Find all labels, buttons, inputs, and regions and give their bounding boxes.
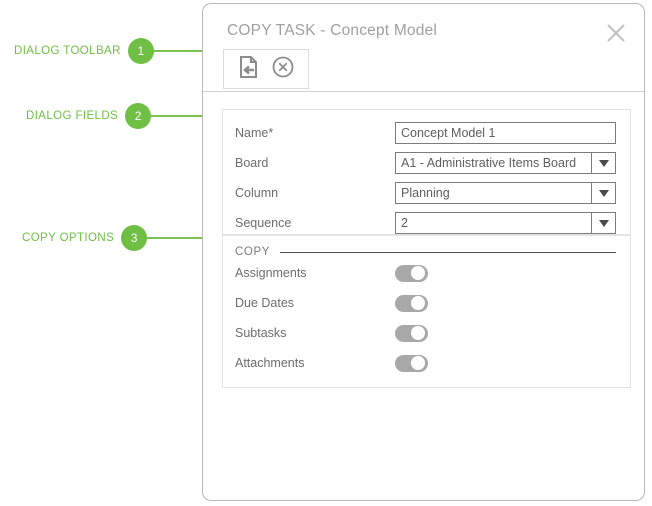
board-dropdown-button[interactable]: [592, 152, 616, 174]
dialog-title: COPY TASK - Concept Model: [227, 22, 438, 39]
copy-task-dialog: COPY TASK - Concept Model: [202, 3, 645, 501]
callout-leader-line: [150, 115, 233, 117]
toggle-label-assignments: Assignments: [235, 266, 307, 280]
callout-badge-3: 3: [121, 225, 148, 251]
toggle-row-due-dates: Due Dates: [223, 288, 630, 318]
callout-label: DIALOG FIELDS: [26, 110, 119, 122]
toolbar-divider: [203, 91, 644, 92]
callout-dialog-fields: DIALOG FIELDS 2: [26, 103, 233, 129]
board-select-value[interactable]: A1 - Administrative Items Board: [395, 152, 592, 174]
toggle-row-assignments: Assignments: [223, 258, 630, 288]
toolbar-button-group: [223, 49, 309, 89]
field-label-board: Board: [235, 156, 269, 170]
field-control-board: A1 - Administrative Items Board: [395, 152, 616, 174]
field-row-column: Column Planning: [223, 178, 630, 208]
close-x-icon[interactable]: [604, 21, 628, 45]
column-dropdown-button[interactable]: [592, 182, 616, 204]
toggle-knob: [411, 266, 425, 280]
chevron-down-icon: [598, 219, 609, 227]
callout-badge-2: 2: [125, 103, 152, 129]
callout-leader-line: [152, 50, 231, 52]
field-row-board: Board A1 - Administrative Items Board: [223, 148, 630, 178]
field-label-sequence: Sequence: [235, 216, 292, 230]
toggle-row-subtasks: Subtasks: [223, 318, 630, 348]
toggle-due-dates[interactable]: [395, 294, 428, 312]
toggle-attachments[interactable]: [395, 354, 428, 372]
save-copy-button[interactable]: [232, 54, 266, 84]
field-control-column: Planning: [395, 182, 616, 204]
dialog-header: COPY TASK - Concept Model: [203, 4, 644, 42]
callout-badge-1: 1: [127, 38, 154, 64]
field-label-column: Column: [235, 186, 279, 200]
toggle-assignments[interactable]: [395, 264, 428, 282]
toggle-knob: [411, 356, 425, 370]
toggle-label-due-dates: Due Dates: [235, 296, 295, 310]
callout-copy-options: COPY OPTIONS 3: [22, 225, 223, 251]
copy-legend-rule: [280, 251, 616, 253]
copy-legend-row: COPY: [223, 236, 630, 258]
toggle-label-subtasks: Subtasks: [235, 326, 287, 340]
field-control-sequence: 2: [395, 212, 616, 234]
field-control-name: Concept Model 1: [395, 122, 616, 144]
toggle-label-attachments: Attachments: [235, 356, 305, 370]
document-arrow-in-icon: [238, 55, 260, 84]
name-input[interactable]: Concept Model 1: [395, 122, 616, 144]
chevron-down-icon: [598, 159, 609, 167]
field-row-name: Name* Concept Model 1: [223, 118, 630, 148]
copy-legend-label: COPY: [235, 246, 270, 258]
callout-label: COPY OPTIONS: [22, 232, 115, 244]
sequence-select-value[interactable]: 2: [395, 212, 592, 234]
callout-label: DIALOG TOOLBAR: [14, 45, 121, 57]
field-row-sequence: Sequence 2: [223, 208, 630, 238]
toggle-knob: [411, 296, 425, 310]
copy-options-panel: COPY Assignments Due Dates Subtasks Atta…: [222, 235, 631, 388]
circle-x-icon: [271, 55, 295, 84]
field-label-name: Name*: [235, 126, 274, 140]
column-select-value[interactable]: Planning: [395, 182, 592, 204]
callout-dialog-toolbar: DIALOG TOOLBAR 1: [14, 38, 231, 64]
toggle-subtasks[interactable]: [395, 324, 428, 342]
dialog-toolbar: [223, 49, 309, 89]
cancel-button[interactable]: [266, 54, 300, 84]
callout-leader-line: [146, 237, 223, 239]
chevron-down-icon: [598, 189, 609, 197]
toggle-knob: [411, 326, 425, 340]
sequence-dropdown-button[interactable]: [592, 212, 616, 234]
dialog-fields-panel: Name* Concept Model 1 Board A1 - Adminis…: [222, 109, 631, 235]
toggle-row-attachments: Attachments: [223, 348, 630, 378]
